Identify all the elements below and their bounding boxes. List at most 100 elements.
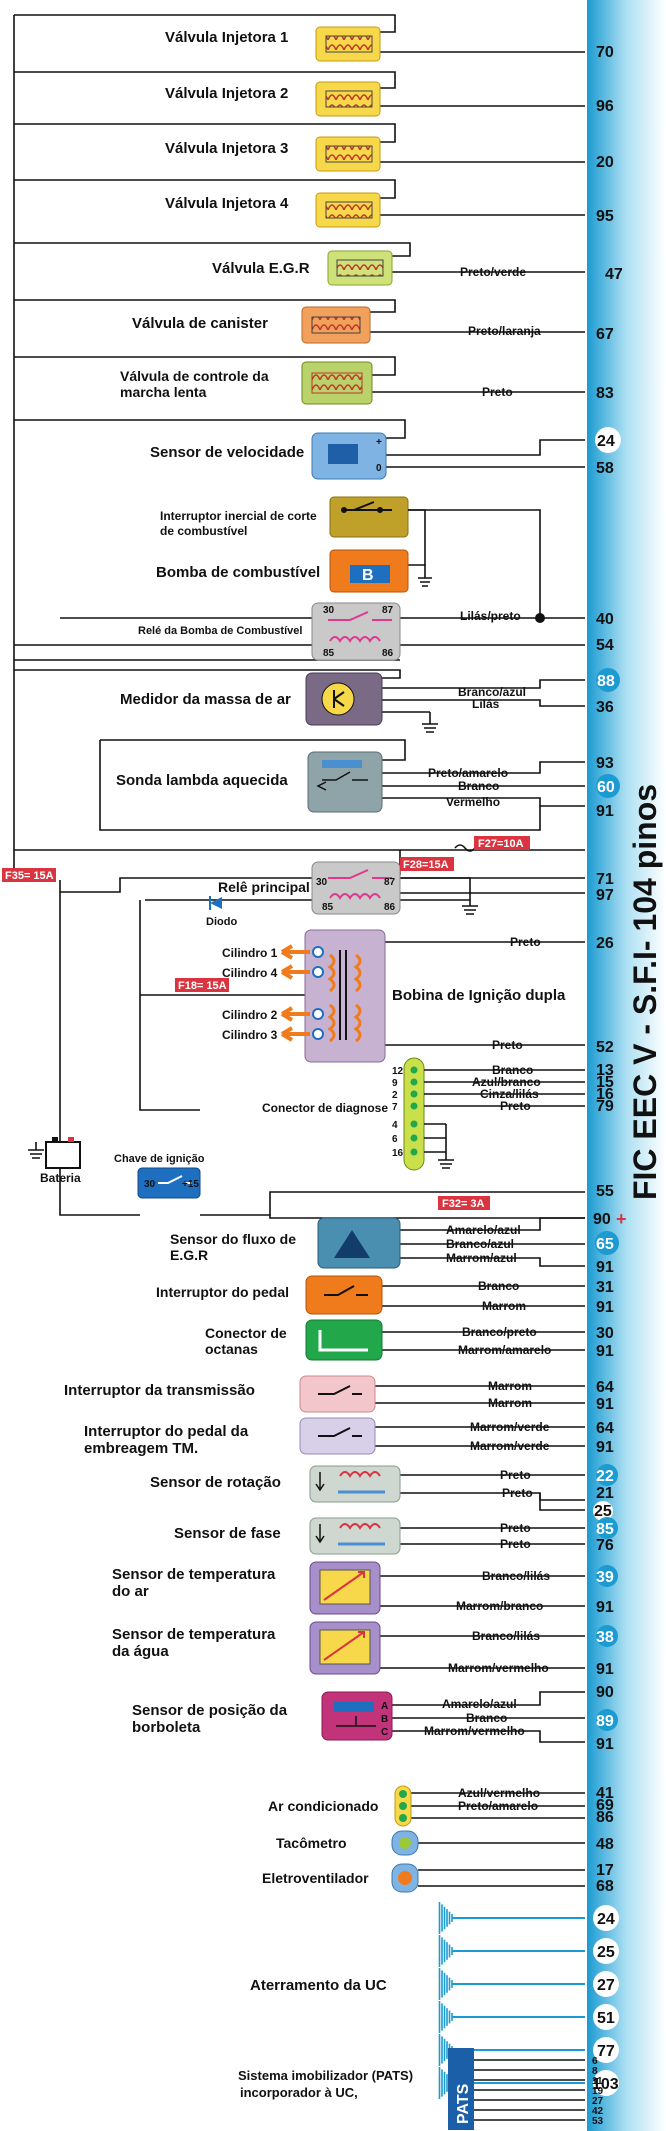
pin-48: 48 — [596, 1836, 614, 1853]
injector-1: Válvula Injetora 1 70 — [14, 14, 614, 62]
pin-64-b: 64 — [596, 1420, 614, 1437]
pin-91-d: 91 — [596, 1343, 614, 1360]
tps-c: C — [381, 1727, 388, 1738]
fuse-f27-label: F27=10A — [478, 838, 524, 850]
pin-60: 60 — [597, 779, 615, 796]
fan-label: Eletroventilador — [262, 1870, 369, 1886]
wire-label-trans-1: Marrom — [488, 1379, 532, 1393]
pump-relay-30: 30 — [323, 605, 335, 616]
maf-sensor: Medidor da massa de ar Branco/azul Lilás… — [14, 668, 620, 733]
ac-label: Ar condicionado — [268, 1798, 378, 1814]
main-relay-87: 87 — [384, 877, 396, 888]
pin-41: 41 — [596, 1785, 614, 1802]
diag-pin-number: 2 — [392, 1090, 398, 1101]
air-temp-sensor: Sensor de temperatura do ar Branco/lilás… — [112, 1561, 618, 1616]
ground-pin-g51: 51 — [597, 2010, 615, 2027]
pin-13: 13 — [596, 1062, 614, 1079]
water-temp-label-1: Sensor de temperatura — [112, 1626, 276, 1643]
wire-label-coil-2: Preto — [492, 1038, 523, 1052]
pin-55: 55 — [596, 1183, 614, 1200]
pats-pin: 27 — [592, 2096, 604, 2107]
clutch-label-2: embreagem TM. — [84, 1440, 198, 1457]
plus-sign: + — [616, 1209, 627, 1229]
diag-pin-number: 7 — [392, 1102, 398, 1113]
wire-label-clutch-2: Marrom/verde — [470, 1439, 550, 1453]
wire-label-ac-1: Azul/vermelho — [458, 1786, 540, 1800]
pin-65: 65 — [596, 1236, 614, 1253]
inertial-switch-label-1: Interruptor inercial de corte — [160, 509, 317, 523]
diag-pin-number: 6 — [392, 1134, 398, 1145]
pin-91-f: 91 — [596, 1439, 614, 1456]
speed-sensor: + 0 Sensor de velocidade 24 58 — [14, 419, 621, 480]
egr-valve: Válvula E.G.R Preto/verde 47 — [14, 242, 623, 286]
pump-relay-label: Relé da Bomba de Combustível — [138, 625, 302, 637]
diag-pin-number: 9 — [392, 1078, 398, 1089]
ground-pin-badge — [593, 2004, 619, 2030]
pin-22: 22 — [596, 1468, 614, 1485]
fuel-pump: B Bomba de combustível — [156, 509, 541, 618]
pin-89: 89 — [596, 1713, 614, 1730]
injector-4: Válvula Injetora 4 95 — [14, 179, 614, 228]
pump-relay-87: 87 — [382, 605, 394, 616]
ground-pin-g103: 103 — [592, 2076, 619, 2093]
cylinder-3-label: Cilindro 3 — [222, 1028, 278, 1042]
wire-label-rpm-2: Preto — [502, 1486, 533, 1500]
pin-47: 47 — [605, 266, 623, 283]
clutch-label-1: Interruptor do pedal da — [84, 1423, 249, 1440]
tps-label-2: borboleta — [132, 1719, 201, 1736]
pedal-switch-label: Interruptor do pedal — [156, 1284, 289, 1300]
wire-label-egrf-1: Amarelo/azul — [446, 1223, 521, 1237]
pin-15: 15 — [596, 1074, 614, 1091]
pats-label-1: Sistema imobilizador (PATS) — [238, 2068, 413, 2083]
pin-67: 67 — [596, 326, 614, 343]
diag-pin-dot — [410, 1134, 418, 1142]
ign-switch-30: 30 — [144, 1179, 156, 1190]
pats-pin: 6 — [592, 2056, 598, 2067]
wire-label-diag-4: Preto — [500, 1099, 531, 1113]
phase-label: Sensor de fase — [174, 1525, 281, 1542]
pin-38: 38 — [596, 1629, 614, 1646]
speed-zero: 0 — [376, 463, 382, 474]
water-temp-label-2: da água — [112, 1643, 169, 1660]
wire-label-diag-2: Azul/branco — [472, 1075, 541, 1089]
air-conditioning: Ar condicionado Azul/vermelho Preto/amar… — [268, 1785, 614, 1827]
ecu-connector-bar — [587, 0, 666, 2131]
ground-pin-badge — [593, 2070, 619, 2096]
ground-pin-g24: 24 — [597, 1911, 615, 1928]
wire-label-coil-1: Preto — [510, 935, 541, 949]
tachometer: Tacômetro 48 — [276, 1830, 614, 1856]
injector-2: Válvula Injetora 2 96 — [14, 71, 614, 117]
diode-label: Diodo — [206, 916, 237, 928]
maf-label: Medidor da massa de ar — [120, 691, 291, 708]
wire-label-phase-2: Preto — [500, 1537, 531, 1551]
fuse-f28: F28=15A — [400, 857, 454, 871]
inertial-switch: Interruptor inercial de corte de combust… — [160, 496, 409, 538]
fuse-f32: F32= 3A — [438, 1196, 490, 1210]
tps-label-1: Sensor de posição da — [132, 1702, 288, 1719]
diag-pin-dot — [410, 1102, 418, 1110]
wire-label-airt-1: Branco/lilás — [482, 1569, 550, 1583]
pin-36: 36 — [596, 699, 614, 716]
main-relay-30: 30 — [316, 877, 328, 888]
clutch-switch: Interruptor do pedal da embreagem TM. Ma… — [84, 1417, 614, 1457]
fuel-pump-relay: 30 87 85 86 Relé da Bomba de Combustível… — [14, 602, 614, 661]
wire-label-phase-1: Preto — [500, 1521, 531, 1535]
fuse-f27: F27=10A — [474, 836, 530, 850]
ground-pin-badge — [593, 1971, 619, 1997]
battery: Bateria — [28, 1137, 81, 1185]
diag-pin-dot — [410, 1066, 418, 1074]
air-temp-label-1: Sensor de temperatura — [112, 1566, 276, 1583]
throttle-position-sensor: A B C Sensor de posição da borboleta Ama… — [132, 1684, 618, 1753]
main-relay-85: 85 — [322, 902, 334, 913]
wire-label-trans-2: Marrom — [488, 1396, 532, 1410]
wire-label-lambda-3: Vermelho — [446, 795, 500, 809]
injector-2-label: Válvula Injetora 2 — [165, 85, 288, 102]
rpm-label: Sensor de rotação — [150, 1474, 281, 1491]
wire-label-canister: Preto/laranja — [468, 324, 541, 338]
pin-88: 88 — [597, 673, 615, 690]
pin-20: 20 — [596, 154, 614, 171]
wire-label-lambda-1: Preto/amarelo — [428, 766, 508, 780]
cylinder-4-label: Cilindro 4 — [222, 966, 278, 980]
main-relay: 30 87 85 86 Relê principal Diodo 71 97 — [13, 844, 614, 1111]
